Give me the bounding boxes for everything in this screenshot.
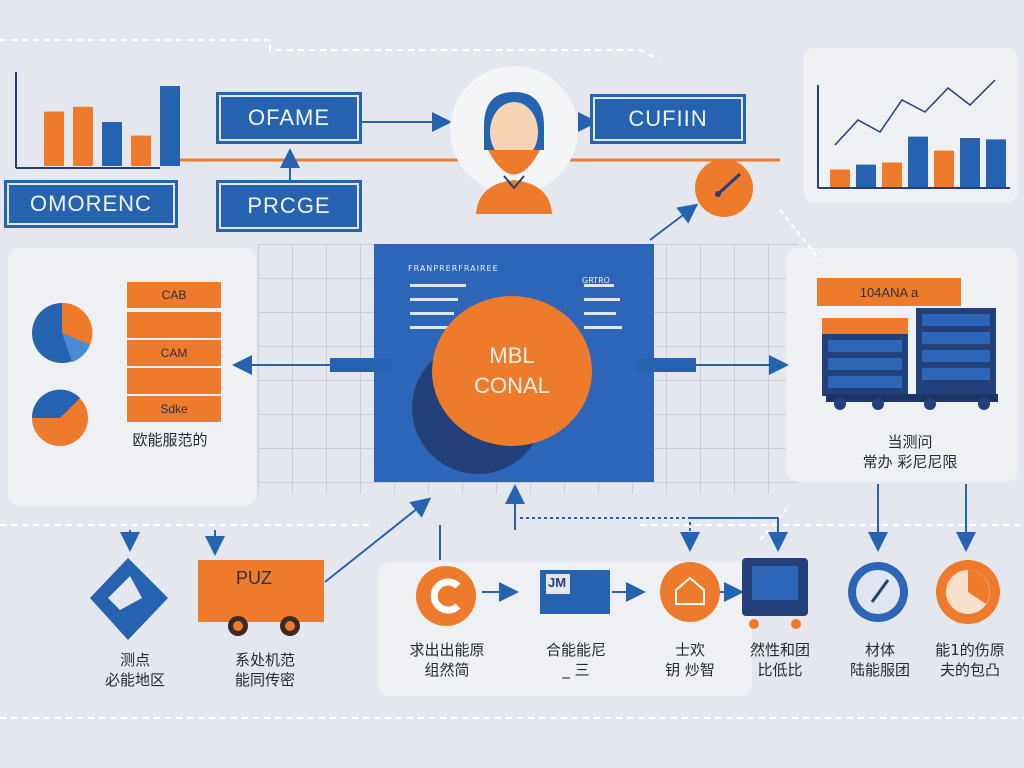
bar-5 <box>934 150 954 187</box>
bottom-caption-4-line1: 合能能尼 <box>545 641 606 659</box>
bottom-caption-4: 合能能尼 _ 三 <box>526 640 626 680</box>
omorenc-label: OMORENC <box>30 191 152 216</box>
bar-2 <box>73 106 93 166</box>
center-panel-label-left: FRANPRERFRAIREE <box>408 264 499 273</box>
bottom-caption-7: 材体 陆能服团 <box>832 640 928 680</box>
bottom-caption-5-line1: 士欢 <box>674 641 705 659</box>
card-label: JM <box>548 575 567 590</box>
right-caption-line2: 常办 彩尼尼限 <box>862 453 958 471</box>
bar-1 <box>44 111 64 166</box>
bottom-caption-7-line2: 陆能服团 <box>849 661 910 679</box>
truck-label: PUZ <box>236 568 272 588</box>
cufiin-box: CUFIIN <box>590 94 746 144</box>
right-header-label: 104ANA a <box>859 284 919 300</box>
right-caption-line1: 当测问 <box>887 433 933 451</box>
clock-icon <box>694 158 754 218</box>
left-bar-5-label: Sdke <box>160 402 188 416</box>
center-title-line1: MBL <box>489 343 535 368</box>
omorenc-box: OMORENC <box>4 180 178 228</box>
oframe-label: OFAME <box>247 105 330 130</box>
house-icon <box>660 562 720 622</box>
c-coin-icon <box>416 566 476 626</box>
center-panel-label-right: GRTRO <box>582 276 610 285</box>
bottom-caption-3-line1: 求出出能原 <box>409 641 485 659</box>
bottom-caption-2: 系处机范 能同传密 <box>200 650 330 690</box>
card-icon <box>540 570 610 614</box>
bottom-caption-8-line2: 夫的包凸 <box>939 661 1000 679</box>
bottom-caption-2-line1: 系处机范 <box>234 651 295 669</box>
left-bar-5: Sdke <box>127 396 221 422</box>
connector-block-right <box>636 358 696 372</box>
bottom-caption-1: 测点 必能地区 <box>80 650 190 690</box>
gauge-icon <box>848 562 908 622</box>
bottom-caption-5: 士欢 钥 炒智 <box>640 640 740 680</box>
bottom-caption-7-line1: 材体 <box>864 641 895 659</box>
left-bar-3: CAM <box>127 340 221 366</box>
pie-chart-icon-2 <box>31 389 88 446</box>
left-bar-4 <box>127 368 221 394</box>
bar-2 <box>856 164 876 187</box>
bottom-caption-6: 然性和团 比低比 <box>730 640 830 680</box>
pie-chart-icon <box>32 302 93 363</box>
bar-3 <box>882 162 902 187</box>
bar-7 <box>986 139 1006 187</box>
left-bar-2 <box>127 312 221 338</box>
left-panel-caption: 欧能服范的 <box>132 431 208 449</box>
left-bar-1: CAB <box>127 282 221 308</box>
left-bar-1-label: CAB <box>161 288 187 302</box>
dial-icon <box>936 560 1000 624</box>
oframe-box: OFAME <box>216 92 362 144</box>
bar-5 <box>160 86 180 166</box>
center-circle: MBL CONAL <box>432 296 592 446</box>
prcge-box: PRCGE <box>216 180 362 232</box>
bar-3 <box>102 122 122 166</box>
prcge-label: PRCGE <box>247 193 331 218</box>
cufiin-label: CUFIIN <box>628 106 708 131</box>
bar-6 <box>960 138 980 187</box>
bottom-caption-5-line2: 钥 炒智 <box>665 661 715 679</box>
connector-block-left <box>330 358 392 372</box>
person-icon <box>448 64 580 214</box>
bottom-caption-3: 求出出能原 组然简 <box>392 640 502 680</box>
monitor-icon <box>742 558 808 629</box>
bar-4 <box>908 136 928 187</box>
bar-4 <box>131 135 151 166</box>
bar-1 <box>830 169 850 187</box>
bottom-caption-8: 能1的伤原 夫的包凸 <box>916 640 1024 680</box>
truck-icon: PUZ <box>198 560 324 640</box>
bottom-caption-1-line1: 测点 <box>119 651 150 669</box>
bottom-caption-8-line1: 能1的伤原 <box>935 641 1005 659</box>
bottom-caption-1-line2: 必能地区 <box>104 671 165 689</box>
bottom-caption-3-line2: 组然简 <box>424 661 470 679</box>
right-header-bar: 104ANA a <box>817 278 961 306</box>
center-title-line2: CONAL <box>474 373 550 398</box>
bottom-caption-6-line2: 比低比 <box>757 661 803 679</box>
left-bar-3-label: CAM <box>160 346 188 360</box>
bottom-caption-4-line2: _ 三 <box>562 661 590 679</box>
trend-line <box>834 79 996 146</box>
bottom-caption-2-line2: 能同传密 <box>234 671 295 689</box>
bottom-caption-6-line1: 然性和团 <box>749 641 810 659</box>
